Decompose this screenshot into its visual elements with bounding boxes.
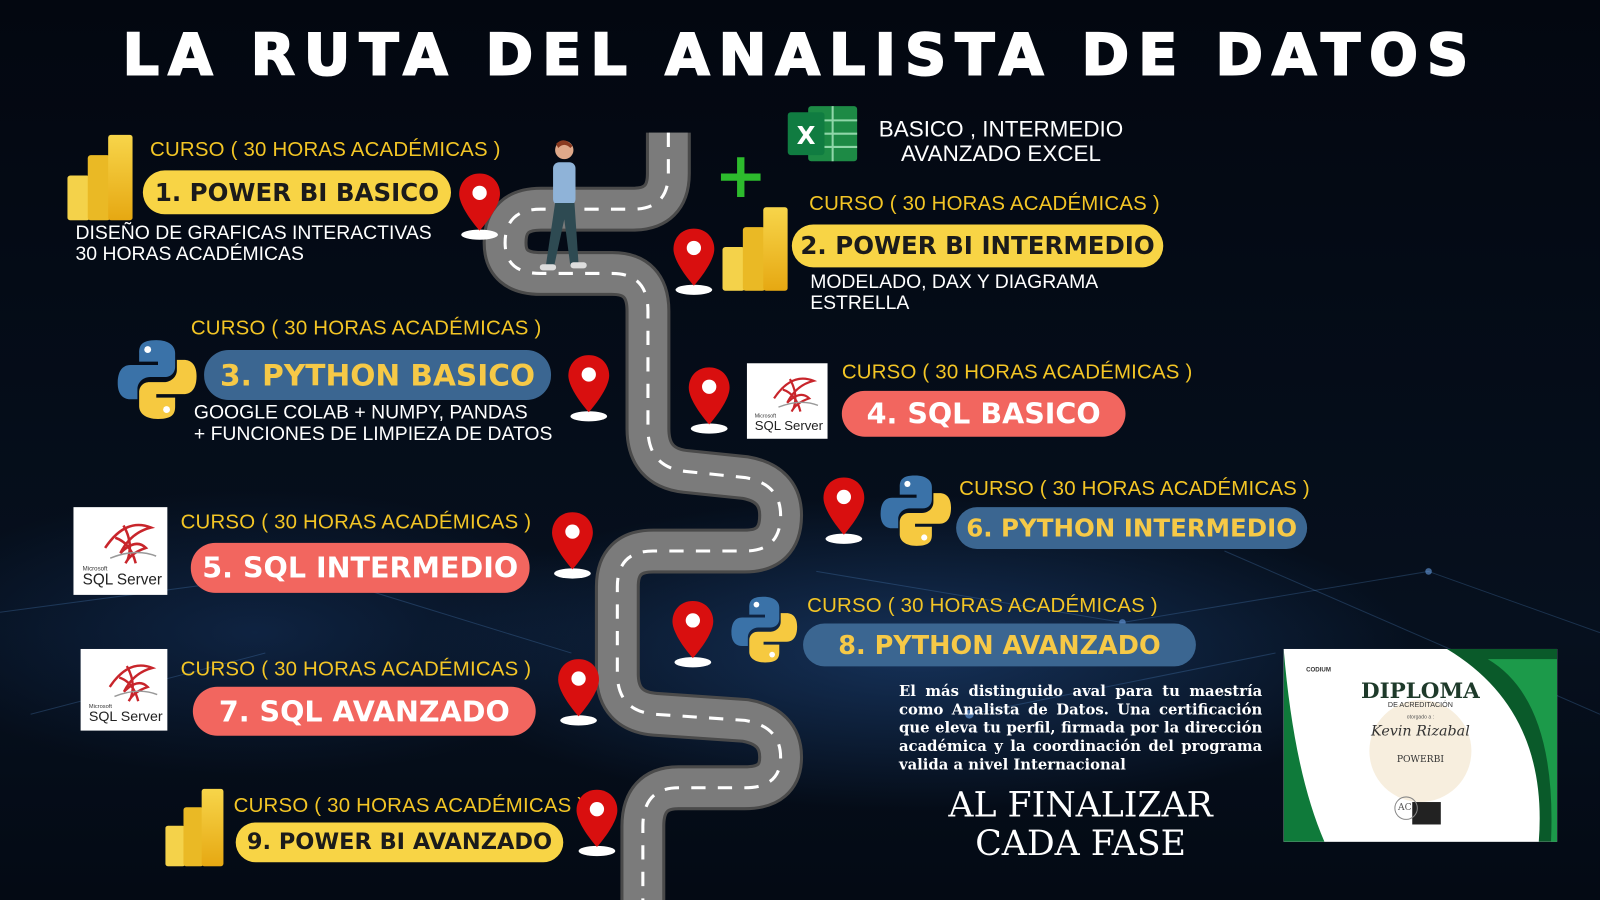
power-bi-icon: [67, 134, 133, 221]
diploma-awarded: otorgado a :: [1406, 714, 1435, 721]
svg-text:Microsoft: Microsoft: [83, 565, 108, 572]
step-8-label: CURSO ( 30 HORAS ACADÉMICAS ): [807, 594, 1158, 618]
excel-courses-text: BASICO , INTERMEDIO AVANZADO EXCEL: [867, 117, 1134, 166]
python-icon: [114, 337, 200, 423]
desc-line: GOOGLE COLAB + NUMPY, PANDAS: [193, 402, 528, 424]
excel-icon: X: [787, 106, 858, 162]
step-6-label: CURSO ( 30 HORAS ACADÉMICAS ): [959, 477, 1310, 500]
svg-text:SQL Server: SQL Server: [83, 572, 162, 589]
closing-text: AL FINALIZAR CADA FASE: [918, 786, 1242, 864]
diploma-brand: CODIUM: [1306, 667, 1331, 674]
step-3-description: GOOGLE COLAB + NUMPY, PANDAS+ FUNCIONES …: [194, 402, 553, 445]
certification-description: El más distinguido aval para tu maestría…: [898, 682, 1263, 774]
desc-line: DISEÑO DE GRAFICAS INTERACTIVAS: [75, 222, 432, 244]
step-3-pill: 3. PYTHON BASICO: [204, 349, 552, 400]
svg-text:SQL Server: SQL Server: [755, 418, 824, 433]
python-icon: [728, 594, 801, 665]
diploma-frame: [1283, 648, 1558, 842]
page-title: LA RUTA DEL ANALISTA DE DATOS: [122, 21, 1478, 89]
walker-figure: [539, 140, 587, 271]
location-pin-icon: [573, 788, 620, 857]
diploma-seal: AC: [1397, 803, 1412, 814]
step-2-pill: 2. POWER BI INTERMEDIO: [791, 224, 1164, 268]
step-3-label: CURSO ( 30 HORAS ACADÉMICAS ): [190, 317, 542, 340]
location-pin-icon: [555, 657, 602, 726]
location-pin-icon: [686, 365, 733, 434]
desc-line: MODELADO, DAX Y DIAGRAMA: [810, 271, 1099, 293]
step-6-pill: 6. PYTHON INTERMEDIO: [956, 507, 1308, 549]
step-4-label: CURSO ( 30 HORAS ACADÉMICAS ): [841, 361, 1193, 384]
python-icon: [878, 472, 955, 549]
plus-icon: +: [714, 137, 768, 213]
svg-text:SQL Server: SQL Server: [89, 709, 163, 725]
step-8-pill: 8. PYTHON AVANZADO: [803, 623, 1196, 667]
location-pin-icon: [670, 227, 717, 296]
step-1-pill: 1. POWER BI BASICO: [142, 170, 452, 215]
excel-line-1: BASICO , INTERMEDIO: [878, 116, 1124, 142]
step-9-label: CURSO ( 30 HORAS ACADÉMICAS ): [233, 794, 585, 818]
step-1-label: CURSO ( 30 HORAS ACADÉMICAS ): [149, 138, 501, 162]
step-5-pill: 5. SQL INTERMEDIO: [190, 542, 530, 593]
diploma-image: CODIUM DIPLOMA DE ACREDITACIÓN otorgado …: [1283, 648, 1558, 842]
svg-text:X: X: [797, 121, 816, 150]
svg-text:Microsoft: Microsoft: [89, 704, 112, 710]
diploma-course: POWERBI: [1396, 755, 1444, 766]
step-4-pill: 4. SQL BASICO: [841, 390, 1126, 437]
closing-line-2: CADA FASE: [975, 823, 1186, 865]
closing-line-1: AL FINALIZAR: [948, 784, 1213, 826]
location-pin-icon: [456, 171, 503, 240]
location-pin-icon: [820, 476, 867, 545]
location-pin-icon: [549, 510, 596, 579]
step-5-label: CURSO ( 30 HORAS ACADÉMICAS ): [180, 511, 532, 534]
svg-text:Microsoft: Microsoft: [755, 414, 777, 420]
power-bi-icon: [165, 788, 224, 867]
desc-line: ESTRELLA: [810, 292, 910, 315]
location-pin-icon: [669, 599, 716, 668]
power-bi-icon: [722, 207, 788, 291]
diploma-subtitle: DE ACREDITACIÓN: [1387, 702, 1453, 710]
desc-line: + FUNCIONES DE LIMPIEZA DE DATOS: [193, 423, 553, 445]
step-7-label: CURSO ( 30 HORAS ACADÉMICAS ): [180, 658, 532, 681]
desc-line: 30 HORAS ACADÉMICAS: [75, 243, 304, 266]
diploma-recipient: Kevin Rizabal: [1371, 723, 1470, 740]
step-7-pill: 7. SQL AVANZADO: [192, 686, 536, 736]
diploma-title: DIPLOMA: [1360, 677, 1480, 704]
excel-line-2: AVANZADO EXCEL: [900, 140, 1102, 167]
location-pin-icon: [565, 353, 612, 422]
step-9-pill: 9. POWER BI AVANZADO: [235, 822, 564, 863]
step-2-label: CURSO ( 30 HORAS ACADÉMICAS ): [809, 192, 1160, 216]
